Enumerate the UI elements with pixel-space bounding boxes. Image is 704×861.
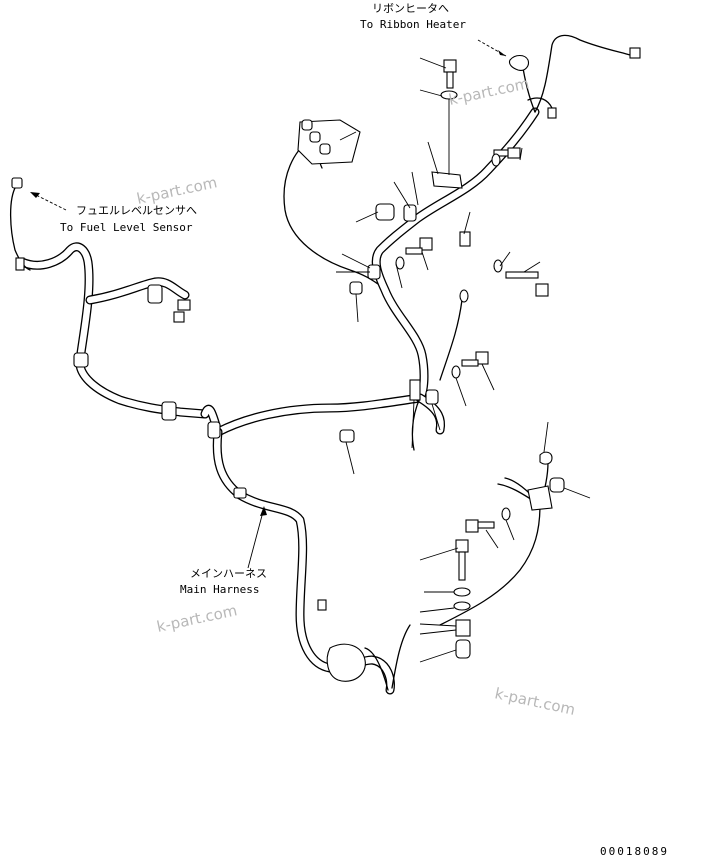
watermark: k-part.com bbox=[447, 74, 531, 109]
fuel-sensor-label-jp: フュエルレベルセンサへ bbox=[76, 204, 197, 217]
fasteners bbox=[339, 59, 565, 659]
callout-arrows bbox=[30, 39, 507, 569]
ribbon-heater-label-jp: リボンヒータへ bbox=[372, 2, 449, 15]
fuel-sensor-label-en: To Fuel Level Sensor bbox=[60, 221, 193, 234]
branch-wires bbox=[9, 34, 631, 691]
watermark: k-part.com bbox=[135, 173, 219, 208]
leader-lines bbox=[336, 57, 591, 663]
main-harness-label-jp: メインハーネス bbox=[190, 567, 267, 580]
drawing-number: 00018089 bbox=[600, 845, 669, 858]
ribbon-heater-label-en: To Ribbon Heater bbox=[360, 18, 466, 31]
watermark: k-part.com bbox=[493, 684, 577, 719]
main-harness-label-en: Main Harness bbox=[180, 583, 259, 596]
watermark: k-part.com bbox=[155, 601, 239, 636]
connectors bbox=[11, 47, 641, 682]
